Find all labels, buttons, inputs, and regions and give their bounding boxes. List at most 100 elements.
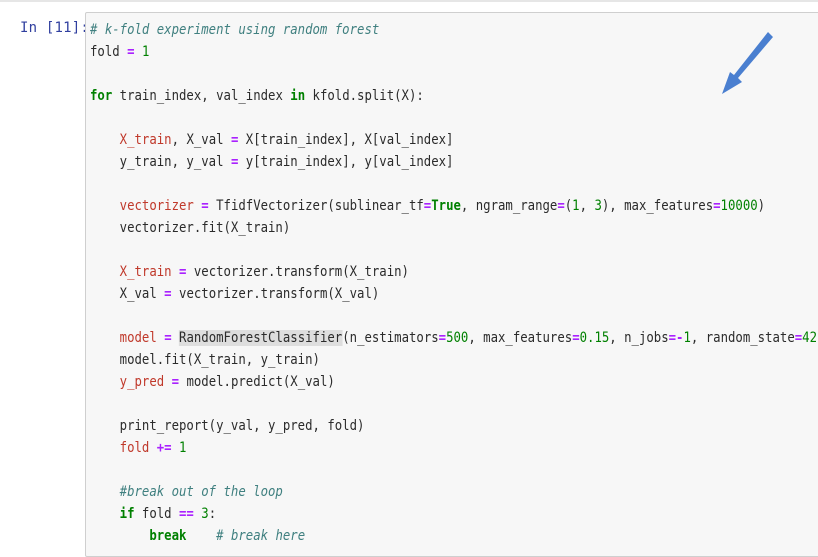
code-token-plain: print_report(y_val, y_pred, fold)	[90, 418, 365, 434]
code-token-plain	[90, 506, 120, 522]
code-token-plain	[186, 528, 216, 544]
code-token-op: =	[171, 374, 180, 390]
input-prompt: In [11]:	[20, 20, 90, 36]
code-token-number: 0.15	[579, 330, 610, 346]
code-token-plain: (	[564, 198, 573, 214]
code-token-plain	[90, 198, 120, 214]
code-line: fold += 1	[90, 437, 818, 459]
code-token-op: =-	[668, 330, 684, 346]
code-editor[interactable]: # k-fold experiment using random forest f…	[85, 12, 818, 557]
code-token-op: =	[230, 132, 239, 148]
arrow-pointer-icon	[722, 32, 773, 94]
code-token-plain: , n_jobs	[609, 330, 669, 346]
code-token-op: =	[127, 44, 135, 60]
code-token-number: 10000	[720, 198, 758, 214]
code-token-var: y_pred	[119, 374, 165, 390]
code-token-plain: y[train_index], y[val_index]	[238, 154, 454, 170]
code-block[interactable]: # k-fold experiment using random forest f…	[90, 19, 818, 547]
code-token-plain: :	[208, 506, 217, 522]
code-token-number: 1	[572, 198, 580, 214]
code-line: model = RandomForestClassifier(n_estimat…	[90, 327, 818, 349]
code-token-plain: X[train_index], X[val_index]	[238, 132, 454, 148]
code-token-plain	[90, 484, 120, 500]
code-token-keyword: if	[119, 506, 135, 522]
code-token-plain: , ngram_range	[460, 198, 558, 214]
code-line: X_val = vectorizer.transform(X_val)	[90, 283, 818, 305]
code-token-op: =	[557, 198, 565, 214]
code-line	[90, 459, 818, 481]
code-token-op: =	[201, 198, 209, 214]
code-token-op: =	[230, 154, 239, 170]
code-token-plain: fold	[90, 44, 128, 60]
code-token-number: 1	[179, 440, 187, 456]
code-token-plain	[90, 264, 120, 280]
code-token-var: fold	[119, 440, 150, 456]
code-token-keyword: in	[290, 88, 306, 104]
code-token-plain: ,	[579, 198, 595, 214]
code-token-number: 1	[683, 330, 691, 346]
code-line: vectorizer = TfidfVectorizer(sublinear_t…	[90, 195, 818, 217]
code-token-op: =	[423, 198, 432, 214]
code-line: X_train = vectorizer.transform(X_train)	[90, 261, 818, 283]
code-line	[90, 63, 818, 85]
code-token-highlight: RandomForestClassifier	[179, 330, 343, 346]
code-token-op: =	[794, 330, 803, 346]
code-token-plain: vectorizer.fit(X_train)	[90, 220, 291, 236]
code-token-plain: X_val	[90, 286, 165, 302]
code-token-plain	[90, 132, 120, 148]
code-token-comment: # k-fold experiment using random forest	[90, 22, 380, 38]
code-token-plain: model.fit(X_train, y_train)	[90, 352, 320, 368]
code-token-plain	[149, 440, 156, 456]
code-token-op: =	[164, 330, 172, 346]
code-token-plain: y_train, y_val	[90, 154, 231, 170]
code-token-var: model	[119, 330, 157, 346]
code-line: for train_index, val_index in kfold.spli…	[90, 85, 818, 107]
code-token-number: 1	[141, 44, 150, 60]
code-token-plain: vectorizer.transform(X_val)	[171, 286, 380, 302]
code-line: break # break here	[90, 525, 818, 547]
code-token-var: X_train	[119, 264, 172, 280]
code-token-plain	[90, 528, 149, 544]
code-token-var: vectorizer	[119, 198, 194, 214]
code-token-plain	[164, 374, 171, 390]
code-token-op: =	[164, 286, 172, 302]
code-token-op: =	[438, 330, 447, 346]
code-line: fold = 1	[90, 41, 818, 63]
code-token-plain: , random_state	[690, 330, 795, 346]
code-token-var: X_train	[119, 132, 172, 148]
code-token-number: 3	[201, 506, 209, 522]
code-token-plain: fold	[134, 506, 180, 522]
code-line: model.fit(X_train, y_train)	[90, 349, 818, 371]
code-token-op: =	[572, 330, 580, 346]
code-line: y_pred = model.predict(X_val)	[90, 371, 818, 393]
code-token-plain	[90, 440, 120, 456]
code-token-plain: kfold.split(X):	[305, 88, 424, 104]
code-token-plain	[90, 330, 120, 346]
code-line: if fold == 3:	[90, 503, 818, 525]
code-token-number: 3	[594, 198, 602, 214]
code-token-number: 500	[446, 330, 469, 346]
code-token-comment: #break out of the loop	[119, 484, 283, 500]
code-line	[90, 107, 818, 129]
code-token-plain: , max_features	[468, 330, 573, 346]
code-token-op: =	[713, 198, 721, 214]
code-line: y_train, y_val = y[train_index], y[val_i…	[90, 151, 818, 173]
code-line	[90, 239, 818, 261]
code-token-plain: vectorizer.transform(X_train)	[186, 264, 409, 280]
code-token-plain: train_index, val_index	[112, 88, 291, 104]
code-line	[90, 305, 818, 327]
code-token-plain: (n_estimators	[342, 330, 439, 346]
code-token-plain	[135, 44, 142, 60]
code-token-keyword: break	[149, 528, 187, 544]
code-line: # k-fold experiment using random forest	[90, 19, 818, 41]
code-token-number: 42	[802, 330, 818, 346]
code-token-op: =	[179, 264, 187, 280]
code-token-keyword: True	[431, 198, 461, 214]
code-token-plain: TfidfVectorizer(sublinear_tf	[208, 198, 424, 214]
code-line: print_report(y_val, y_pred, fold)	[90, 415, 818, 437]
code-line: #break out of the loop	[90, 481, 818, 503]
code-token-op: ==	[179, 506, 194, 522]
code-token-keyword: for	[90, 88, 113, 104]
code-token-comment: # break here	[216, 528, 306, 544]
